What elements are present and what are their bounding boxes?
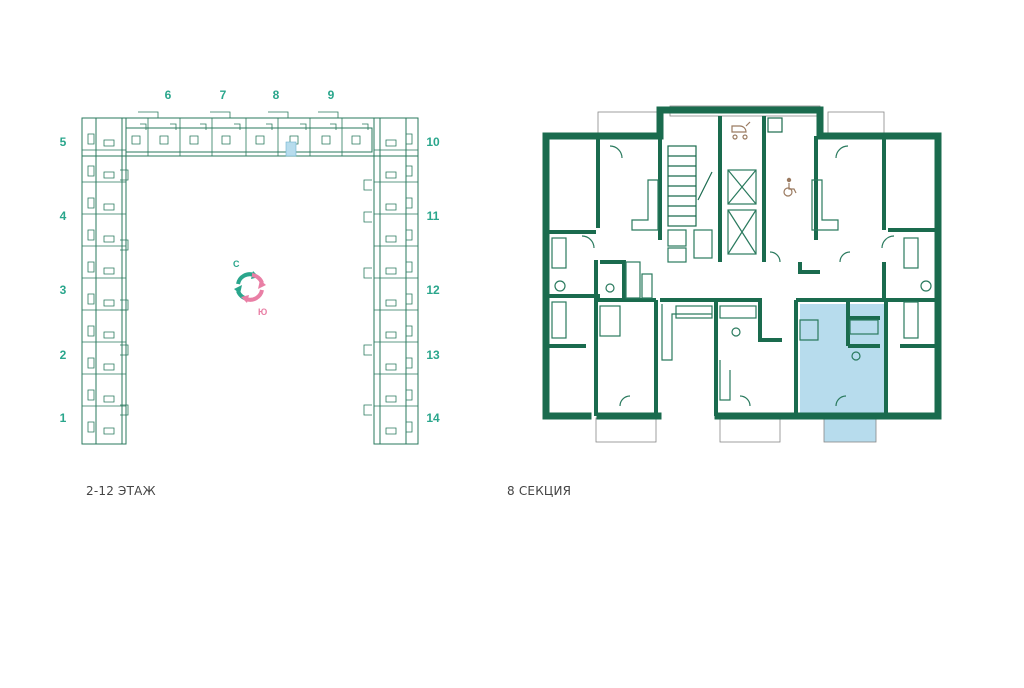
section-number-2[interactable]: 2	[59, 348, 67, 362]
section-number-13[interactable]: 13	[426, 348, 440, 362]
section-number-1[interactable]: 1	[59, 411, 67, 425]
wheelchair-icon	[783, 177, 797, 197]
section-number-7[interactable]: 7	[219, 88, 227, 102]
compass-north-label: С	[233, 259, 240, 269]
stroller-icon	[731, 121, 751, 140]
inner-walls	[546, 116, 938, 416]
building-detail	[82, 111, 418, 435]
section-number-9[interactable]: 9	[327, 88, 335, 102]
floor-caption: 2-12 ЭТАЖ	[86, 484, 156, 498]
fixtures	[551, 145, 932, 407]
selected-apartment[interactable]	[800, 304, 884, 414]
section-number-11[interactable]: 11	[426, 209, 440, 223]
entrance-closet	[767, 117, 783, 133]
building-outline	[81, 117, 419, 445]
section-number-3[interactable]: 3	[59, 283, 67, 297]
section-number-4[interactable]: 4	[59, 209, 67, 223]
compass-icon	[234, 271, 266, 303]
compass-south-label: Ю	[258, 307, 268, 317]
highlighted-section-marker[interactable]	[285, 141, 297, 157]
stairs-icon	[667, 145, 713, 227]
section-number-14[interactable]: 14	[426, 411, 440, 425]
section-number-8[interactable]: 8	[272, 88, 280, 102]
section-number-10[interactable]: 10	[426, 135, 440, 149]
section-number-12[interactable]: 12	[426, 283, 440, 297]
section-caption: 8 СЕКЦИЯ	[507, 484, 572, 498]
section-number-6[interactable]: 6	[164, 88, 172, 102]
selected-apartment-balcony[interactable]	[824, 418, 876, 442]
right-wing-inner	[379, 117, 407, 445]
section-number-5[interactable]: 5	[59, 135, 67, 149]
outer-walls	[542, 106, 942, 420]
top-wing-inner	[125, 127, 373, 153]
